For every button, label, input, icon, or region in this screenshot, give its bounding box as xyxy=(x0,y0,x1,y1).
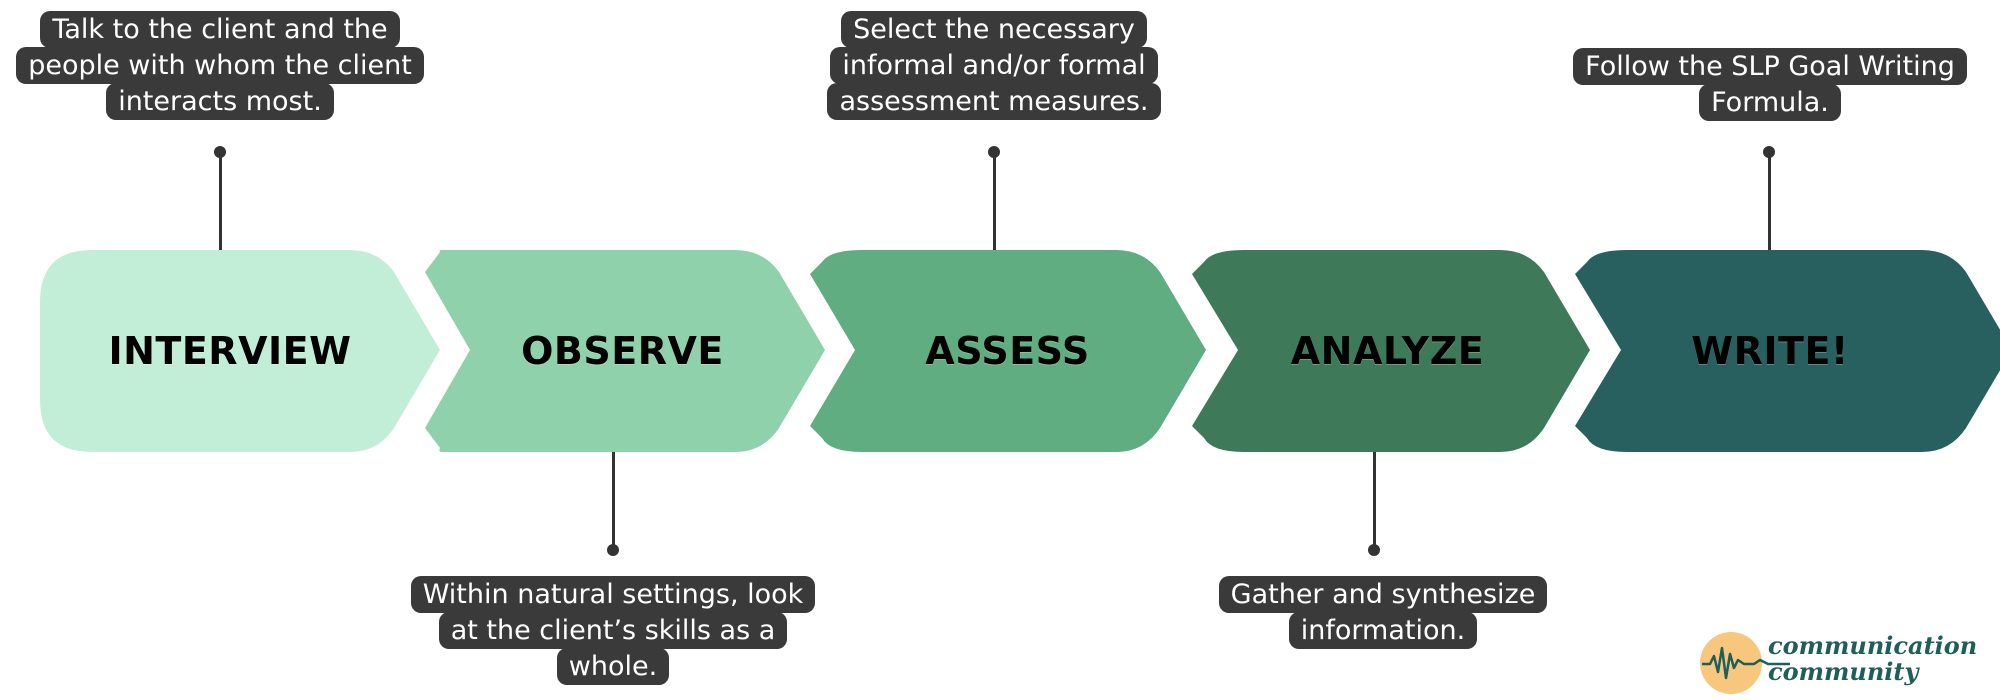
logo-line-1: communication xyxy=(1768,631,1978,660)
callout-analyze: Gather and synthesize information. xyxy=(1183,576,1583,649)
communication-community-logo: communication community xyxy=(1700,628,1990,694)
callout-line: Gather and synthesize xyxy=(1218,576,1548,613)
step-shape-analyze xyxy=(1192,250,1590,452)
step-label-observe: OBSERVE xyxy=(521,329,724,373)
callout-assess: Select the necessary informal and/or for… xyxy=(794,11,1194,120)
step-label-assess: ASSESS xyxy=(925,329,1090,373)
callout-line: Select the necessary xyxy=(841,11,1147,48)
callout-line: at the client’s skills as a xyxy=(438,612,788,649)
callout-line: people with whom the client xyxy=(16,47,424,84)
connector-observe xyxy=(612,452,615,550)
connector-dot-assess xyxy=(988,146,1000,158)
callout-line: interacts most. xyxy=(106,83,334,120)
step-shape-interview xyxy=(40,250,440,452)
connector-dot-interview xyxy=(214,146,226,158)
step-shape-write xyxy=(1575,250,2000,452)
step-shape-observe xyxy=(425,250,825,452)
callout-line: Talk to the client and the xyxy=(40,11,400,48)
connector-dot-analyze xyxy=(1368,544,1380,556)
callout-line: Follow the SLP Goal Writing xyxy=(1573,48,1967,85)
callout-line: information. xyxy=(1288,612,1478,649)
connector-write xyxy=(1768,152,1771,250)
speech-bubble-wave-icon xyxy=(1702,646,1790,680)
callout-line: whole. xyxy=(556,648,670,685)
callout-line: assessment measures. xyxy=(827,83,1161,120)
step-label-interview: INTERVIEW xyxy=(108,329,352,373)
logo-line-2: community xyxy=(1768,657,1919,686)
callout-line: informal and/or formal xyxy=(830,47,1158,84)
callout-observe: Within natural settings, look at the cli… xyxy=(410,576,816,685)
connector-assess xyxy=(993,152,996,250)
step-label-analyze: ANALYZE xyxy=(1290,329,1485,373)
connector-analyze xyxy=(1373,452,1376,550)
callout-interview: Talk to the client and the people with w… xyxy=(16,11,424,120)
step-shape-assess xyxy=(810,250,1206,452)
callout-line: Within natural settings, look xyxy=(410,576,816,613)
connector-dot-observe xyxy=(607,544,619,556)
connector-dot-write xyxy=(1763,146,1775,158)
callout-write: Follow the SLP Goal Writing Formula. xyxy=(1570,48,1970,121)
step-label-write: WRITE! xyxy=(1691,329,1849,373)
connector-interview xyxy=(219,152,222,250)
callout-line: Formula. xyxy=(1699,84,1841,121)
